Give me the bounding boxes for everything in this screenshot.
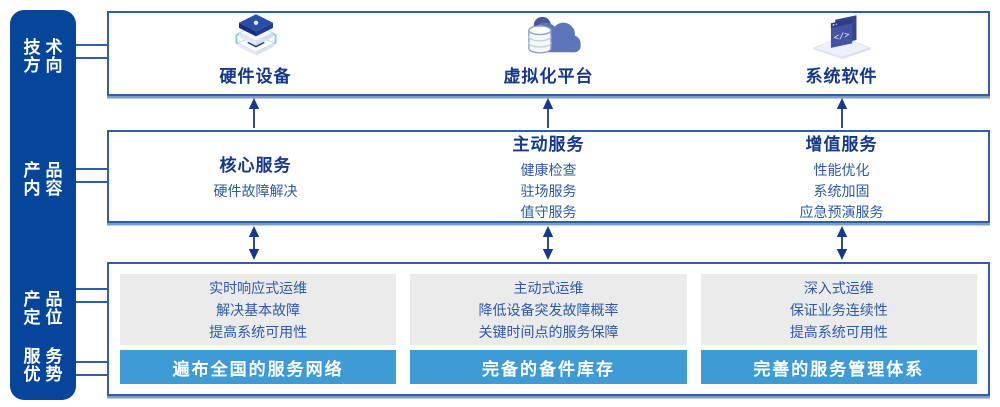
sidebar-label-line: 产品 [23, 290, 68, 309]
product-content-box: 核心服务 硬件故障解决 主动服务 健康检查 驻场服务 值守服务 增值服务 性能优… [107, 130, 990, 223]
sidebar: 技术 方向 产品 内容 产品 定位 服务 优势 [10, 10, 76, 400]
sidebar-label-tech-direction: 技术 方向 [10, 39, 76, 75]
positioning-line: 关键时间点的服务保障 [478, 323, 619, 340]
sidebar-label-service-advantage: 服务 优势 [10, 348, 76, 384]
connector-line [76, 374, 107, 376]
tech-item-system-software: </> 系统软件 [695, 13, 988, 94]
connector-line [76, 288, 107, 290]
service-item: 驻场服务 [520, 183, 577, 199]
positioning-column-3: 深入式运维 保证业务连续性 提高系统可用性 完善的服务管理体系 [700, 274, 977, 384]
positioning-line: 提高系统可用性 [209, 323, 308, 340]
positioning-line: 深入式运维 [803, 279, 874, 296]
service-title: 增值服务 [805, 135, 878, 154]
double-arrow-icon [836, 226, 848, 260]
positioning-line: 主动式运维 [513, 279, 584, 296]
advantage-bar: 完善的服务管理体系 [700, 350, 977, 384]
product-positioning-box: 实时响应式运维 解决基本故障 提高系统可用性 遍布全国的服务网络 主动式运维 降… [107, 262, 990, 396]
sidebar-label-line: 技术 [23, 38, 68, 57]
service-title: 主动服务 [512, 135, 585, 154]
connector-line [76, 168, 107, 170]
double-arrow-icon [248, 226, 260, 260]
service-item: 应急预演服务 [799, 204, 884, 220]
sidebar-label-line: 方向 [23, 56, 68, 75]
code-window-icon: </> [812, 15, 871, 59]
positioning-line: 保证业务连续性 [789, 301, 888, 318]
sidebar-label-line: 定位 [23, 308, 68, 327]
positioning-line: 实时响应式运维 [209, 279, 308, 296]
up-arrow-icon [542, 98, 554, 128]
sidebar-label-line: 服务 [23, 347, 68, 366]
svg-text:</>: </> [833, 30, 848, 43]
advantage-bar: 完备的备件库存 [410, 350, 687, 384]
positioning-panel: 主动式运维 降低设备突发故障概率 关键时间点的服务保障 [410, 274, 687, 345]
cloud-database-icon [527, 16, 581, 54]
positioning-panel: 深入式运维 保证业务连续性 提高系统可用性 [700, 274, 977, 345]
up-arrow-icon [836, 98, 848, 128]
double-arrow-icon [542, 226, 554, 260]
positioning-line: 提高系统可用性 [789, 323, 888, 340]
service-column-core: 核心服务 硬件故障解决 [109, 132, 402, 221]
connector-line [76, 57, 107, 59]
service-column-proactive: 主动服务 健康检查 驻场服务 值守服务 [402, 132, 695, 221]
positioning-panel: 实时响应式运维 解决基本故障 提高系统可用性 [120, 274, 397, 345]
positioning-column-2: 主动式运维 降低设备突发故障概率 关键时间点的服务保障 完备的备件库存 [410, 274, 687, 384]
up-arrow-icon [248, 98, 260, 128]
advantage-bar: 遍布全国的服务网络 [120, 350, 397, 384]
service-column-value-added: 增值服务 性能优化 系统加固 应急预演服务 [695, 132, 988, 221]
service-item: 健康检查 [520, 162, 577, 178]
sidebar-label-line: 内容 [23, 179, 68, 198]
service-item: 硬件故障解决 [213, 183, 298, 199]
connector-line [76, 181, 107, 183]
connector-line [76, 361, 107, 363]
service-item: 值守服务 [520, 204, 577, 220]
sidebar-label-product-content: 产品 内容 [10, 162, 76, 198]
tech-item-label: 硬件设备 [219, 67, 292, 86]
positioning-line: 解决基本故障 [216, 301, 301, 318]
sidebar-label-product-positioning: 产品 定位 [10, 291, 76, 327]
tech-item-virtualization: 虚拟化平台 [402, 13, 695, 94]
positioning-line: 降低设备突发故障概率 [478, 301, 619, 318]
tech-item-label: 虚拟化平台 [503, 67, 594, 86]
service-item: 系统加固 [813, 183, 870, 199]
tech-item-hardware: 硬件设备 [109, 13, 402, 94]
server-stack-icon [234, 14, 277, 56]
connector-line [76, 44, 107, 46]
positioning-column-1: 实时响应式运维 解决基本故障 提高系统可用性 遍布全国的服务网络 [120, 274, 397, 384]
service-item: 性能优化 [813, 162, 870, 178]
sidebar-label-line: 优势 [23, 365, 68, 384]
tech-item-label: 系统软件 [805, 67, 878, 86]
sidebar-label-line: 产品 [23, 161, 68, 180]
tech-direction-box: 硬件设备 虚拟化平台 [107, 11, 990, 96]
connector-line [76, 301, 107, 303]
service-title: 核心服务 [219, 156, 292, 175]
